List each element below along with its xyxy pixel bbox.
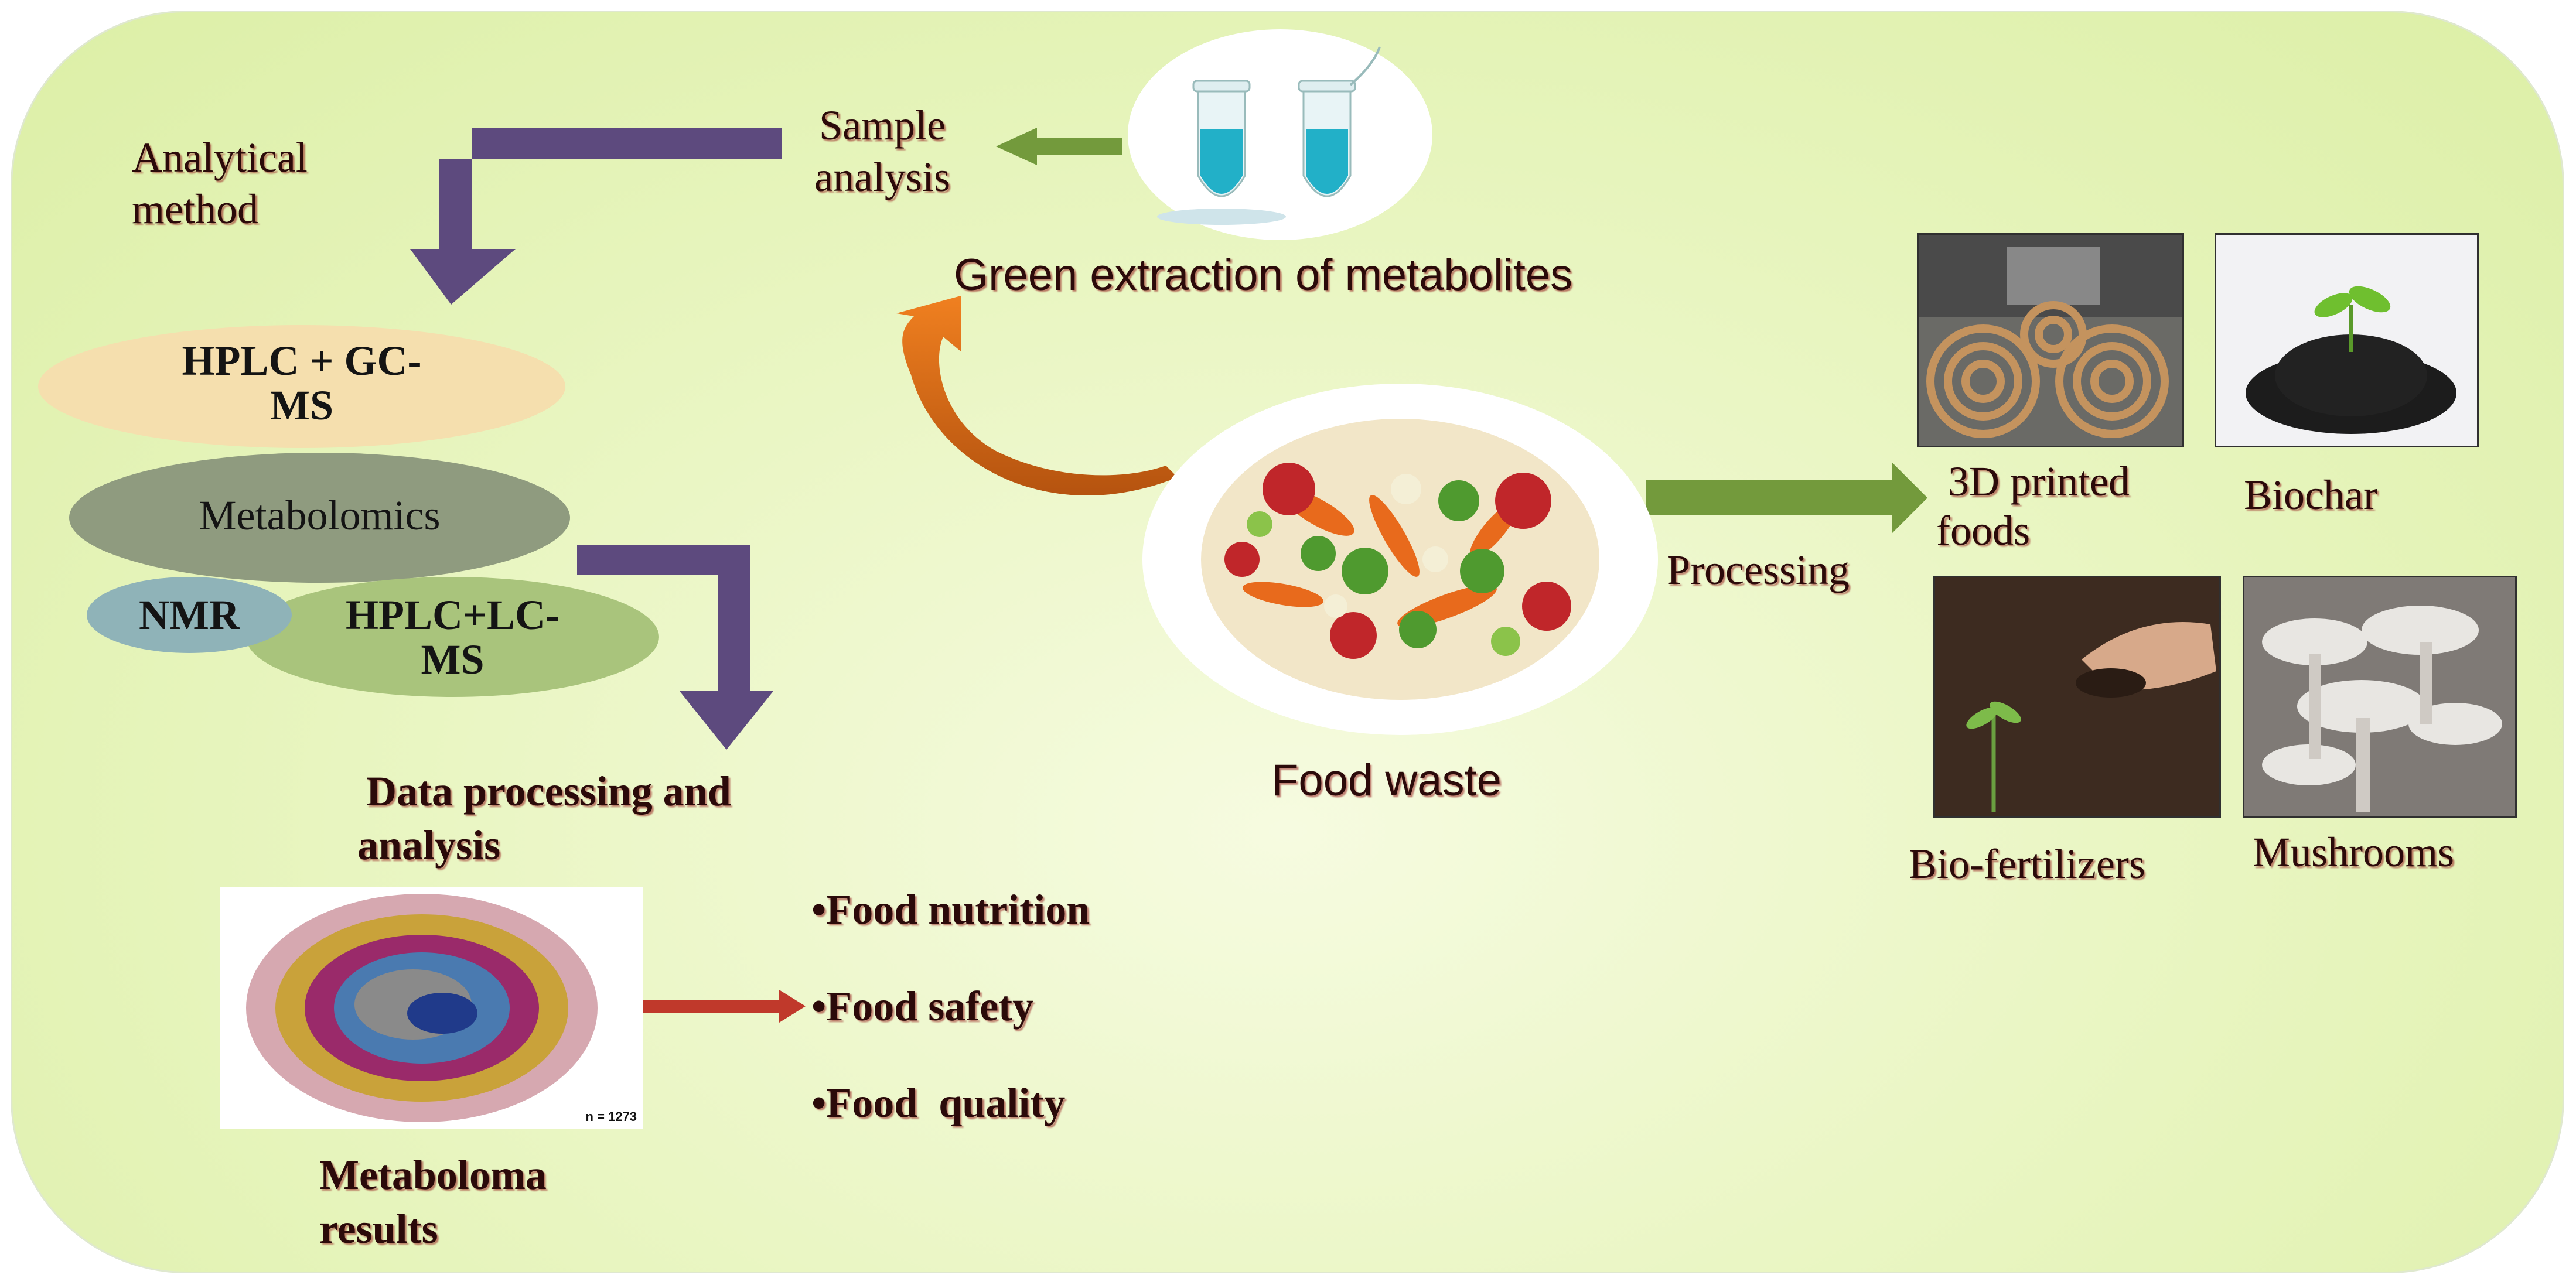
metabolome-network-image: n = 1273 [220, 887, 643, 1129]
mushrooms-label: Mushrooms [2253, 829, 2455, 876]
metabolomics-ellipse [69, 453, 570, 583]
arrow-green-extraction [896, 296, 1178, 496]
bio-fertilizers-label: Bio-fertilizers [1909, 840, 2145, 887]
mushroom-icon [2244, 577, 2515, 816]
hplc-lc-ellipse [246, 577, 659, 697]
hplc-gc-ellipse [38, 325, 565, 448]
network-plot-icon [246, 894, 598, 1122]
arrow-to-outcomes [642, 990, 806, 1023]
food-waste-label: Food waste [1271, 756, 1502, 805]
biochar-label: Biochar [2244, 471, 2377, 518]
outcome-quality: •Food quality [811, 1079, 1066, 1126]
nmr-ellipse [87, 577, 292, 653]
arrow-processing [1646, 463, 1927, 533]
processing-label: Processing [1667, 546, 1850, 593]
hplc-gc-label: HPLC + GC-MS [182, 337, 422, 429]
nmr-label: NMR [139, 592, 240, 638]
biochar-photo [2215, 233, 2479, 447]
printed-foods-photo [1917, 233, 2184, 447]
green-extraction-label: Green extraction of metabolites [954, 250, 1573, 300]
outcome-nutrition: •Food nutrition [811, 886, 1090, 933]
spiral-food-icon [1919, 235, 2182, 438]
mushrooms-photo [2243, 576, 2517, 818]
arrow-data-processing [577, 545, 773, 750]
food-waste-image [1142, 384, 1658, 735]
bio-fertilizers-photo [1933, 576, 2221, 818]
arrow-analytical-method [410, 128, 782, 305]
hplc-lc-label: HPLC+LC-MS [345, 592, 560, 683]
outcome-safety: •Food safety [811, 983, 1034, 1030]
arrow-to-sample-analysis [996, 128, 1122, 165]
food-waste-icon [1201, 419, 1599, 700]
metabolomics-label: Metabolomics [199, 492, 441, 539]
network-count-label: n = 1273 [585, 1109, 637, 1124]
biochar-icon [2246, 286, 2456, 434]
test-tube-icon [1157, 46, 1381, 225]
soil-hand-icon [1935, 577, 2219, 816]
test-tubes-image [1128, 29, 1432, 240]
